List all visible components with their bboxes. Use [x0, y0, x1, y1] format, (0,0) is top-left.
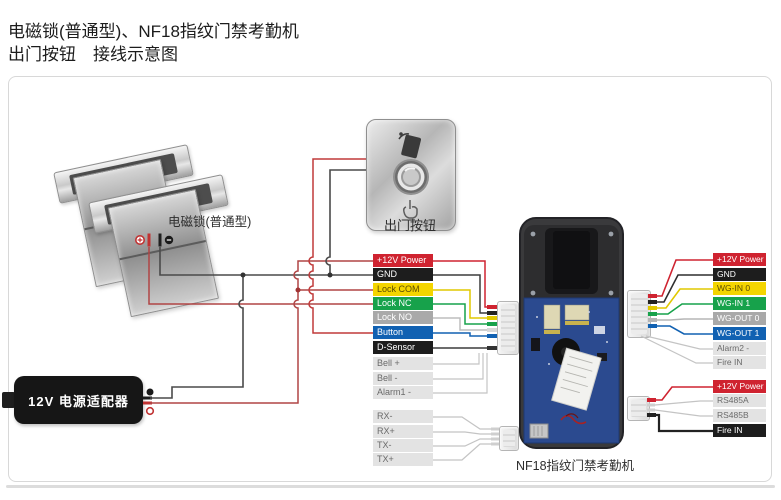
terminal-tx: TX+: [373, 453, 433, 466]
terminal-rx: RX-: [373, 410, 433, 423]
page-title: 电磁锁(普通型)、NF18指纹门禁考勤机 出门按钮 接线示意图: [8, 20, 299, 66]
terminal-lock-nc: Lock NC: [373, 297, 433, 310]
adapter-plug: [2, 392, 15, 408]
device-caption: NF18指纹门禁考勤机: [515, 459, 635, 473]
terminal-rs485b: RS485B: [713, 409, 766, 422]
terminal-rx: RX+: [373, 425, 433, 438]
exit-button-plate: [366, 119, 456, 231]
terminal-rs485a: RS485A: [713, 394, 766, 407]
page-title-line1: 电磁锁(普通型)、NF18指纹门禁考勤机: [8, 22, 299, 41]
terminal-button: Button: [373, 326, 433, 339]
terminal-gnd: GND: [373, 268, 433, 281]
exit-button-graphic: [393, 132, 429, 221]
terminal-fire-in: Fire IN: [713, 424, 766, 437]
terminal-12v-power: +12V Power: [373, 254, 433, 267]
terminal-wg-in-0: WG-IN 0: [713, 282, 766, 295]
hand-press-icon: [403, 200, 418, 221]
nf18-device: [519, 217, 624, 449]
terminal-tx: TX-: [373, 439, 433, 452]
button-caption: 出门按钮: [383, 218, 436, 233]
terminal-wg-out-1: WG-OUT 1: [713, 327, 766, 340]
terminal-fire-in: Fire IN: [713, 356, 766, 369]
terminal-bell: Bell +: [373, 357, 433, 370]
terminal-d-sensor: D-Sensor: [373, 341, 433, 354]
terminal-alarm2: Alarm2 -: [713, 342, 766, 355]
nf18-device-graphic: [519, 217, 624, 449]
adapter-label: 12V 电源适配器: [28, 393, 129, 409]
terminal-wg-in-1: WG-IN 1: [713, 297, 766, 310]
page-title-line2: 出门按钮 接线示意图: [8, 45, 178, 64]
device-left-connector: [497, 301, 519, 355]
door-exit-icon: [398, 132, 421, 159]
terminal-gnd: GND: [713, 268, 766, 281]
terminal-wg-out-0: WG-OUT 0: [713, 312, 766, 325]
terminal-bell: Bell -: [373, 372, 433, 385]
terminal-lock-com: Lock COM: [373, 283, 433, 296]
terminal-lock-no: Lock NO: [373, 311, 433, 324]
terminal-12v-power: +12V Power: [713, 380, 766, 393]
bottom-divider: [6, 485, 775, 488]
push-button-icon: [393, 159, 429, 195]
device-right-top-connector: [627, 290, 651, 338]
terminal-alarm1: Alarm1 -: [373, 386, 433, 399]
device-right-bottom-connector: [627, 396, 650, 421]
lock-caption: 电磁锁(普通型): [168, 215, 252, 229]
device-serial-connector: [499, 426, 519, 451]
terminal-12v-power: +12V Power: [713, 253, 766, 266]
power-adapter: 12V 电源适配器: [14, 376, 143, 424]
